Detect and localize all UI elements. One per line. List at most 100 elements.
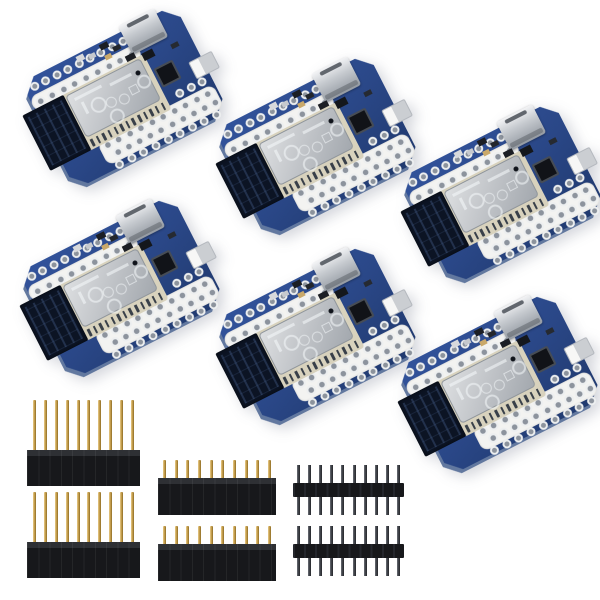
gold-pin <box>163 460 166 478</box>
gold-pin <box>65 400 69 450</box>
header-body <box>158 544 276 581</box>
castellation-tick <box>511 400 518 409</box>
gold-pin <box>33 400 36 450</box>
castellation-tick <box>288 373 295 382</box>
castellation-tick <box>312 171 318 180</box>
cert-mark-icon <box>309 329 325 345</box>
cert-mark-icon <box>116 91 132 107</box>
castellation-tick <box>127 307 134 316</box>
shield-marking <box>80 101 90 115</box>
pin-hole <box>403 346 416 359</box>
castellation-tick <box>464 424 471 433</box>
dev-board-2 <box>214 52 422 237</box>
castellation-tick <box>145 298 152 307</box>
castellation-tick <box>494 409 500 418</box>
header-pins <box>33 492 134 542</box>
castellation-tick <box>505 403 512 412</box>
header-spacer-bar <box>293 483 404 497</box>
male-header-strip-2 <box>293 526 404 576</box>
gold-pin <box>76 492 80 542</box>
female-header-long-pins-2 <box>27 492 140 578</box>
pin-hole <box>207 298 220 311</box>
shield-marking <box>77 291 87 305</box>
castellation-tick <box>323 165 330 174</box>
castellation-tick <box>341 156 348 165</box>
shield-marking <box>109 72 132 86</box>
castellation-tick <box>347 343 354 352</box>
castellation-tick <box>514 210 521 219</box>
cert-mark-icon <box>494 187 510 203</box>
castellation-tick <box>306 364 313 373</box>
gold-pin <box>186 460 190 478</box>
castellation-tick <box>116 313 122 322</box>
castellation-tick <box>130 117 137 126</box>
gold-pin <box>209 460 213 478</box>
castellation-tick <box>485 225 492 234</box>
pin-hole <box>585 394 598 407</box>
shield-marking <box>106 262 129 276</box>
gold-pin <box>267 460 271 478</box>
pin-hole <box>403 156 416 169</box>
gold-pin <box>98 492 102 542</box>
castellation-tick <box>473 231 480 240</box>
shield-marking <box>302 310 325 324</box>
header-body <box>158 478 276 515</box>
gold-pin <box>65 492 69 542</box>
castellation-tick <box>508 213 515 222</box>
castellation-tick <box>529 391 536 400</box>
castellation-tick <box>142 111 149 120</box>
gold-pin <box>109 492 113 542</box>
castellation-tick <box>282 186 289 195</box>
castellation-tick <box>335 159 342 168</box>
castellation-tick <box>499 406 506 415</box>
shield-marking <box>302 120 325 134</box>
gold-pin <box>244 526 248 544</box>
gold-pin <box>267 526 271 544</box>
castellation-tick <box>353 340 360 349</box>
castellation-tick <box>312 361 318 370</box>
castellation-tick <box>119 123 125 132</box>
castellation-tick <box>479 228 486 237</box>
castellation-tick <box>294 370 301 379</box>
gold-pin <box>98 400 102 450</box>
castellation-tick <box>491 222 498 231</box>
header-spacer-bar <box>293 544 404 558</box>
castellation-tick <box>288 183 295 192</box>
gold-pin <box>120 492 123 542</box>
dev-board-6 <box>396 290 600 475</box>
castellation-tick <box>89 138 96 147</box>
shield-marking <box>273 149 283 163</box>
gold-pin <box>197 460 201 478</box>
castellation-tick <box>329 162 336 171</box>
shield-marking <box>455 387 465 401</box>
castellation-tick <box>121 310 128 319</box>
castellation-tick <box>523 394 530 403</box>
gold-pin <box>76 400 80 450</box>
gold-pin <box>232 526 236 544</box>
gold-pin <box>130 400 134 450</box>
castellation-tick <box>139 301 146 310</box>
female-header-long-pins-1 <box>27 400 140 486</box>
castellation-tick <box>107 129 114 138</box>
castellation-tick <box>502 216 509 225</box>
header-pins <box>163 460 271 478</box>
castellation-tick <box>353 150 360 159</box>
castellation-tick <box>476 418 483 427</box>
gold-pin <box>174 526 178 544</box>
gold-pin <box>163 526 166 544</box>
dev-board-4 <box>18 194 226 379</box>
female-header-short-pins-1 <box>158 460 276 515</box>
castellation-tick <box>104 319 111 328</box>
castellation-tick <box>482 415 489 424</box>
gold-pin <box>232 460 236 478</box>
header-pins <box>163 526 271 544</box>
castellation-tick <box>294 180 301 189</box>
castellation-tick <box>347 153 354 162</box>
castellation-tick <box>157 292 164 301</box>
castellation-tick <box>520 207 527 216</box>
castellation-tick <box>101 132 108 141</box>
gold-pin <box>256 460 260 478</box>
gold-pin <box>87 400 91 450</box>
castellation-tick <box>317 168 324 177</box>
